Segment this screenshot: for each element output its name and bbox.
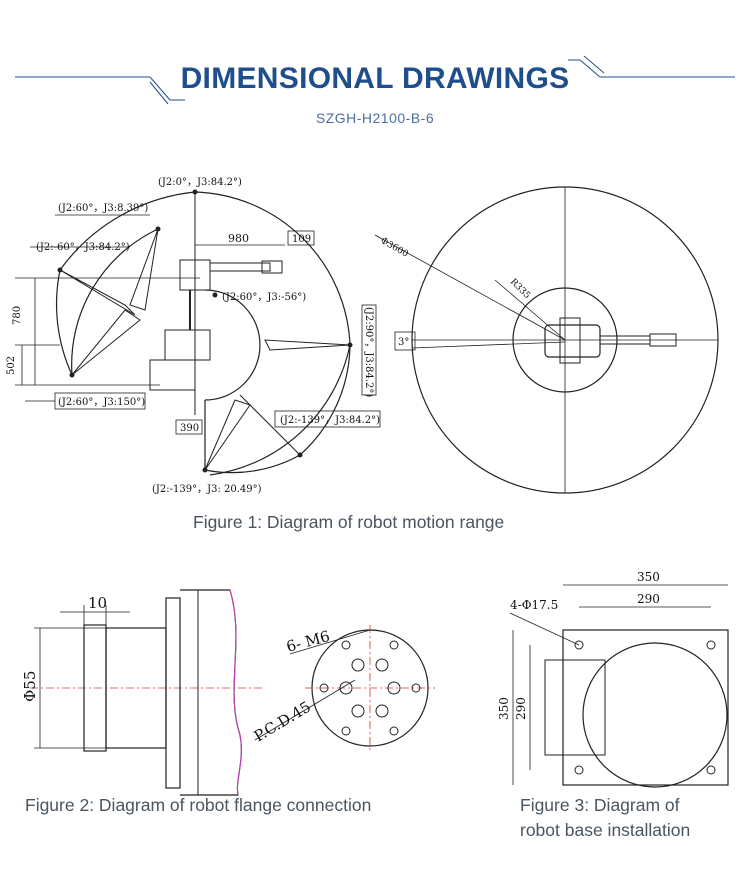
arm-pose-right: [264, 339, 351, 351]
dim-350-left-text: 350: [497, 697, 511, 720]
outer-hole-6: [389, 726, 399, 736]
label-j2-m139-20: (J2:-139°，J3: 20.49°): [152, 484, 262, 495]
figure2-flange: 10 Φ55 6- M6 P.C.D.45: [21, 589, 435, 796]
dim-109-text: 109: [292, 234, 311, 245]
dim-10-text: 10: [88, 594, 107, 612]
bolt-hole-2: [375, 658, 389, 672]
outer-reach-arc: [194, 191, 351, 476]
base-plate: [562, 629, 729, 786]
outer-hole-3: [319, 683, 329, 693]
robot-base: [149, 359, 196, 391]
header-line-right-up: [579, 59, 601, 78]
header-line-left-accent: [149, 81, 169, 105]
label-j2-m139-84: (J2:-139°，J3:84.2°): [280, 415, 380, 426]
top-view-diameter-line: [374, 234, 566, 341]
dim-109-box: [287, 230, 315, 246]
dim-390-text: 390: [180, 423, 199, 434]
top-view-tool: [649, 333, 677, 347]
pcd-text: P.C.D.45: [251, 698, 314, 746]
label-box-j2-90: [361, 304, 377, 396]
bolt-hole-3: [339, 681, 353, 695]
figure3-base: 4-Φ17.5 350 290 350 290: [497, 570, 729, 788]
outer-hole-5: [341, 726, 351, 736]
top-view-angle-line: [411, 341, 566, 349]
bolt-hole-4: [387, 681, 401, 695]
radius-text: R335: [508, 277, 532, 301]
left-reach-arc: [59, 191, 196, 271]
top-view-motor: [559, 317, 581, 364]
dim-290-left-text: 290: [514, 697, 528, 720]
model-number: SZGH-H2100-B-6: [315, 110, 435, 126]
flange-body: [165, 597, 181, 789]
arm-pose-left: [59, 269, 136, 316]
figure2-caption: Figure 2: Diagram of robot flange connec…: [25, 795, 372, 815]
holes-leader: [509, 612, 580, 646]
inner-arc-mid: [71, 228, 159, 376]
label-box-j2-m139: [274, 410, 381, 428]
label-j2-60-top: (J2:60°，J3:8.39°): [58, 203, 148, 214]
dim-980-text: 980: [228, 232, 249, 245]
figure3-caption-line2: robot base installation: [520, 820, 691, 840]
label-j2-m60: (J2:-60°，J3:84.2°): [36, 242, 130, 253]
base-circle: [582, 642, 728, 788]
dim-390-box: [175, 419, 203, 435]
outer-hole-2: [389, 640, 399, 650]
joint-marker-inner: [212, 292, 218, 298]
joint-marker-left: [57, 267, 63, 273]
inner-arc-small: [204, 289, 261, 401]
mount-hole-tl: [574, 640, 584, 650]
dim-55-text: Φ55: [21, 671, 39, 702]
top-view-body: [544, 324, 601, 358]
joint-marker-upper: [155, 226, 161, 232]
bolt-hole-5: [351, 704, 365, 718]
joint-marker-right: [347, 342, 353, 348]
bolt-hole-1: [351, 658, 365, 672]
robot-lower: [164, 329, 211, 361]
dim-290-top-text: 290: [637, 592, 660, 606]
flange-section: [180, 589, 242, 796]
label-j2-60-m56: (J2:60°，J3:-56°): [222, 292, 306, 303]
mount-hole-tr: [706, 640, 716, 650]
arm-pose-lowleft: [71, 309, 141, 376]
base-motor-housing: [544, 659, 606, 756]
mount-hole-br: [706, 765, 716, 775]
robot-body: [179, 259, 211, 291]
figure3-caption-line1: Figure 3: Diagram of: [520, 795, 680, 815]
label-j2-90: (J2:90°，J3:84.2°): [363, 307, 374, 397]
joint-marker-lowleft: [69, 372, 75, 378]
joint-marker-lowright: [297, 452, 303, 458]
header-line-right-accent: [583, 55, 605, 74]
arm-pose-lowerright: [239, 394, 301, 456]
arm-pose-lower: [204, 399, 251, 471]
lower-right-arc: [299, 344, 351, 456]
arm-pose-upper: [129, 228, 159, 311]
robot-arm-tool: [261, 260, 283, 274]
angle-box: [394, 331, 416, 351]
header-decoration: [15, 55, 735, 105]
dim-780-text: 780: [12, 306, 23, 325]
top-view-radius-line: [494, 279, 566, 341]
figure1-top-view: Φ3600 R335 3°: [374, 186, 719, 494]
label-j2-60-150: (J2:60°，J3:150°): [58, 397, 145, 408]
page-title: DIMENSIONAL DRAWINGS: [180, 62, 570, 95]
dim-350-top-text: 350: [637, 570, 660, 584]
inner-arc-left: [55, 269, 73, 376]
joint-marker-top: [192, 189, 198, 195]
figure1-side-view: (J2:0°，J3:84.2°) (J2:60°，J3:8.39°) (J2:-…: [6, 177, 381, 495]
robot-arm-upper: [209, 262, 271, 272]
outer-hole-1: [341, 640, 351, 650]
figure1-caption: Figure 1: Diagram of robot motion range: [193, 512, 505, 532]
holes-leader: [289, 629, 371, 655]
holes-text: 4-Φ17.5: [510, 598, 558, 612]
joint-marker-bottom: [202, 467, 208, 473]
outer-hole-4: [411, 683, 421, 693]
label-j2-0: (J2:0°，J3:84.2°): [158, 177, 242, 188]
flange-break-curve: [229, 589, 242, 796]
bolt-hole-6: [375, 704, 389, 718]
dim-502-text: 502: [6, 356, 17, 375]
mount-hole-bl: [574, 765, 584, 775]
header-line-left-low: [149, 76, 171, 101]
pcd-leader: [254, 679, 356, 741]
angle-text: 3°: [398, 337, 409, 348]
